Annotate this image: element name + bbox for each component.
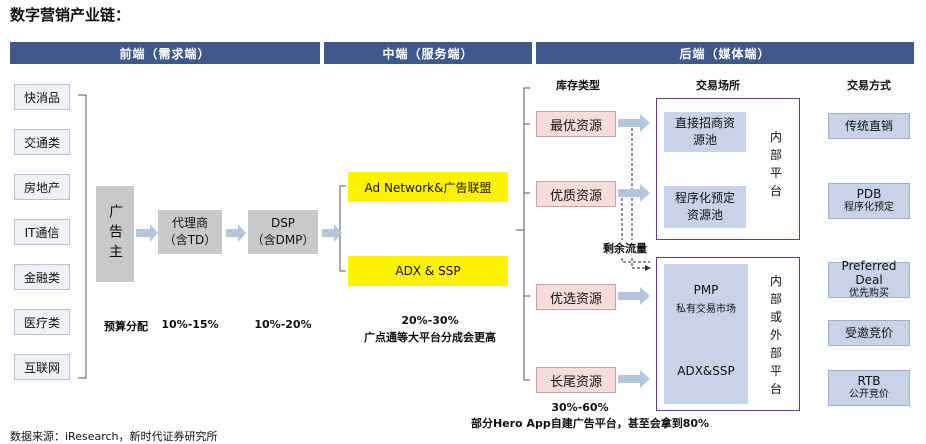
agency-label: 代理商 [171,216,208,230]
agency-percent: 10%-15% [161,318,219,331]
method-header: 交易方式 [847,79,891,92]
surplus-traffic-label: 剩余流量 [602,240,648,256]
agency-box: 代理商 （含TD） [158,210,222,254]
method-label: 传统直销 [844,119,893,133]
dsp-box: DSP （含DMP） [248,210,318,254]
back-note: 部分Hero App自建广告平台，甚至会拿到80% [470,417,710,430]
industry-item: 房地产 [14,174,70,200]
method-traditional: 传统直销 [828,113,910,139]
inner-platform-label: 内部平台 [769,130,782,198]
advertiser-box: 广告主 [96,186,134,282]
industry-item: IT通信 [14,219,70,245]
method-rtb: RTB 公开竞价 [828,370,910,406]
inventory-item: 优选资源 [536,284,616,310]
industry-item: 金融类 [14,264,70,290]
back-percent: 30%-60% [551,401,609,414]
method-sublabel: 优先购买 [849,288,889,299]
dsp-percent: 10%-20% [254,318,312,331]
method-pdb: PDB 程序化预定 [828,183,910,219]
header-back: 后端（媒体端） [536,42,914,64]
agency-sublabel: （含TD） [163,233,217,247]
dsp-label: DSP [270,216,296,230]
method-sublabel: 程序化预定 [844,202,894,213]
budget-label: 预算分配 [104,320,148,333]
method-label: RTB [857,374,881,388]
external-venue-frame [656,257,800,411]
industry-item: 互联网 [14,354,70,380]
programmatic-pool-box: 程序化预定资源池 [664,186,746,228]
internal-venue-frame [656,98,800,240]
method-label: 受邀竞价 [844,326,893,340]
dsp-sublabel: （含DMP） [251,233,315,247]
middle-note: 广点通等大平台分成会更高 [364,331,496,344]
header-middle: 中端（服务端） [324,42,532,64]
venue-header: 交易场所 [696,79,740,92]
method-sublabel: 公开竞价 [849,389,889,400]
direct-pool-box: 直接招商资源池 [664,112,746,152]
adx-ssp-box: ADX & SSP [348,256,508,286]
pmp-sublabel: 私有交易市场 [676,304,736,315]
inventory-item: 优质资源 [536,181,616,207]
inventory-header: 库存类型 [556,79,600,92]
header-front: 前端（需求端） [10,42,320,64]
inner-outer-platform-label: 内部或外部平台 [769,274,782,396]
pmp-label: PMP [693,283,719,297]
middle-percent: 20%-30% [401,314,459,327]
method-label: Preferred Deal [841,259,897,287]
adx-ssp-venue-label: ADX&SSP [677,364,735,378]
pmp-adx-box [664,264,748,404]
method-invited-bidding: 受邀竞价 [828,320,910,346]
ad-network-box: Ad Network&广告联盟 [348,172,508,202]
industry-item: 交通类 [14,129,70,155]
inventory-item: 长尾资源 [536,367,616,393]
page-title: 数字营销产业链： [10,6,131,24]
industry-item: 医疗类 [14,309,70,335]
inventory-item: 最优资源 [536,111,616,137]
industry-item: 快消品 [14,84,70,110]
method-preferred-deal: Preferred Deal 优先购买 [828,259,910,299]
source-note: 数据来源：iResearch，新时代证券研究所 [10,430,218,443]
method-label: PDB [856,187,882,201]
